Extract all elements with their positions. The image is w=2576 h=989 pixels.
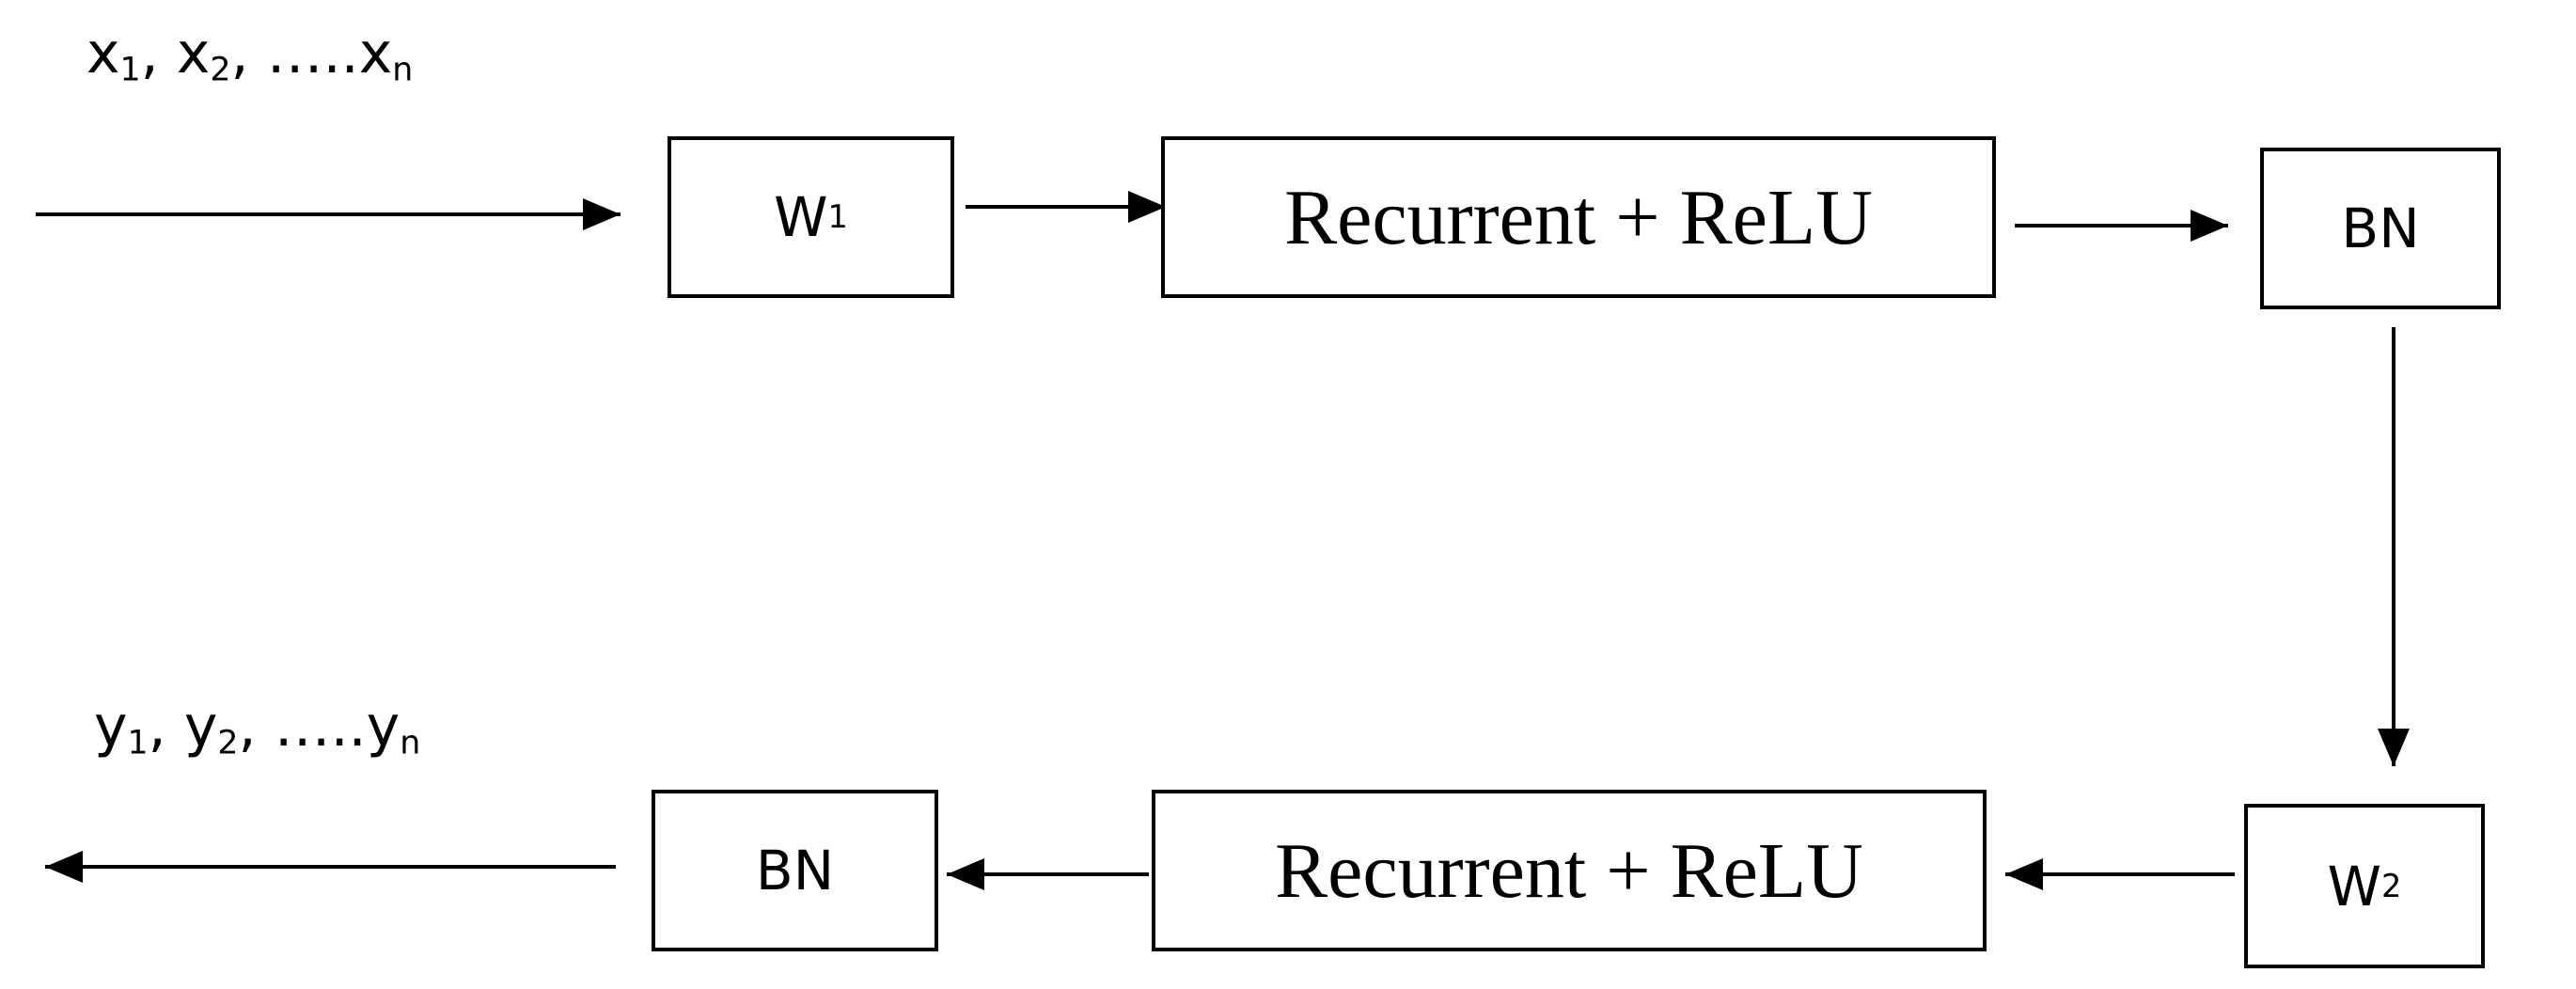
bn-box-bottom: BN [652,790,938,951]
output-sequence-label: y1, y2, …..yn [94,694,421,762]
input-sequence-label: x1, x2, …..xn [86,21,414,89]
recurrent-relu-box-top: Recurrent + ReLU [1161,136,1996,298]
bn-box-top: BN [2260,148,2501,309]
recurrent-relu-box-bottom: Recurrent + ReLU [1152,790,1987,951]
